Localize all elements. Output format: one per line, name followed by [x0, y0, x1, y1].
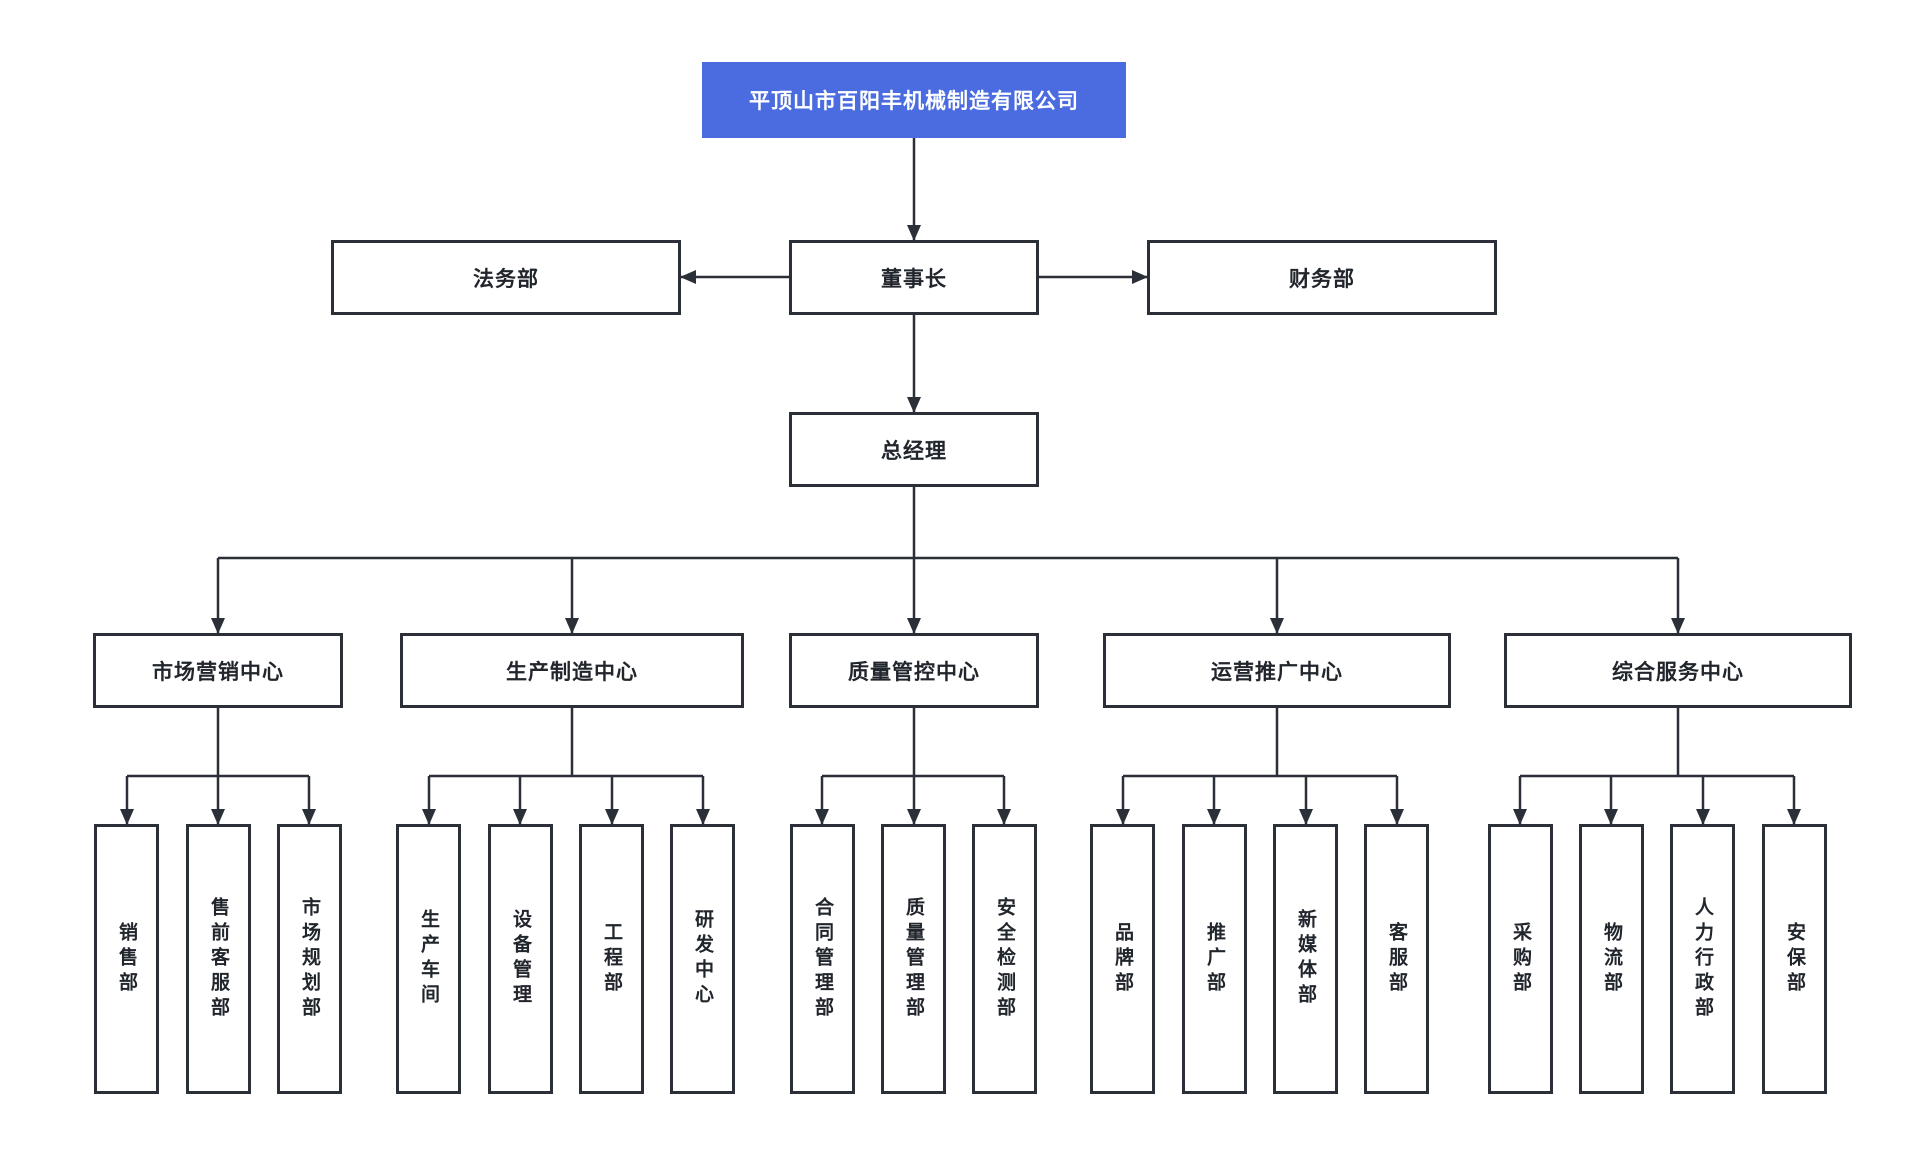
dept-leaf-node: 市场规划部: [277, 824, 342, 1094]
dept-leaf-node: 质量管理部: [881, 824, 946, 1094]
center-node-marketing: 市场营销中心: [93, 633, 343, 708]
dept-leaf-node: 工程部: [579, 824, 644, 1094]
general-manager-node: 总经理: [789, 412, 1039, 487]
center-node-quality: 质量管控中心: [789, 633, 1039, 708]
center-node-services: 综合服务中心: [1504, 633, 1852, 708]
dept-leaf-node: 销售部: [94, 824, 159, 1094]
center-node-operations: 运营推广中心: [1103, 633, 1451, 708]
dept-leaf-node: 客服部: [1364, 824, 1429, 1094]
dept-leaf-node: 设备管理: [488, 824, 553, 1094]
dept-leaf-node: 品牌部: [1090, 824, 1155, 1094]
chairman-node: 董事长: [789, 240, 1039, 315]
dept-leaf-node: 安全检测部: [972, 824, 1037, 1094]
dept-leaf-node: 合同管理部: [790, 824, 855, 1094]
dept-leaf-node: 研发中心: [670, 824, 735, 1094]
company-root-node: 平顶山市百阳丰机械制造有限公司: [702, 62, 1126, 138]
dept-leaf-node: 物流部: [1579, 824, 1644, 1094]
legal-dept-node: 法务部: [331, 240, 681, 315]
dept-leaf-node: 售前客服部: [186, 824, 251, 1094]
dept-leaf-node: 采购部: [1488, 824, 1553, 1094]
finance-dept-node: 财务部: [1147, 240, 1497, 315]
dept-leaf-node: 新媒体部: [1273, 824, 1338, 1094]
dept-leaf-node: 人力行政部: [1670, 824, 1735, 1094]
center-node-manufacturing: 生产制造中心: [400, 633, 744, 708]
dept-leaf-node: 推广部: [1182, 824, 1247, 1094]
dept-leaf-node: 生产车间: [396, 824, 461, 1094]
dept-leaf-node: 安保部: [1762, 824, 1827, 1094]
